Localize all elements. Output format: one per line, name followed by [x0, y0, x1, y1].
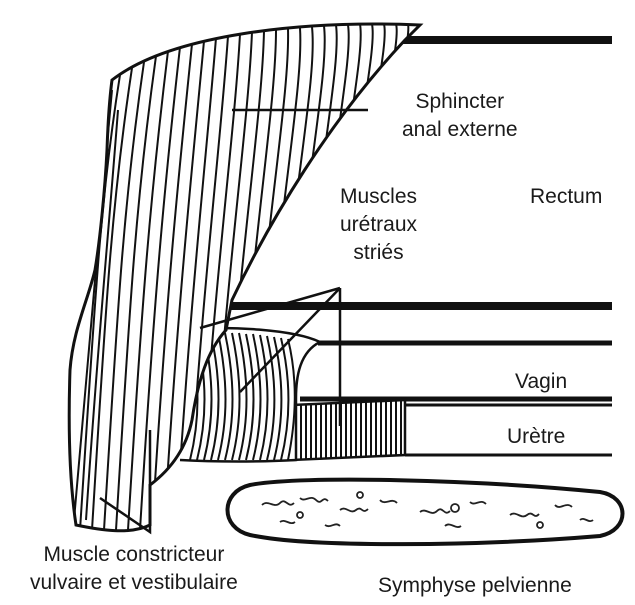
label-vagin: Vagin — [515, 368, 567, 396]
symphysis-bone — [228, 480, 623, 544]
label-sphincter: Sphincter anal externe — [402, 88, 518, 144]
label-uretre: Urètre — [507, 423, 565, 451]
label-constricteur: Muscle constricteur vulvaire et vestibul… — [30, 541, 238, 597]
label-muscles-uretraux: Muscles urétraux striés — [340, 183, 417, 267]
label-rectum: Rectum — [530, 183, 602, 211]
urethral-muscle-cylinder — [285, 395, 410, 465]
label-symphyse: Symphyse pelvienne — [378, 572, 572, 600]
